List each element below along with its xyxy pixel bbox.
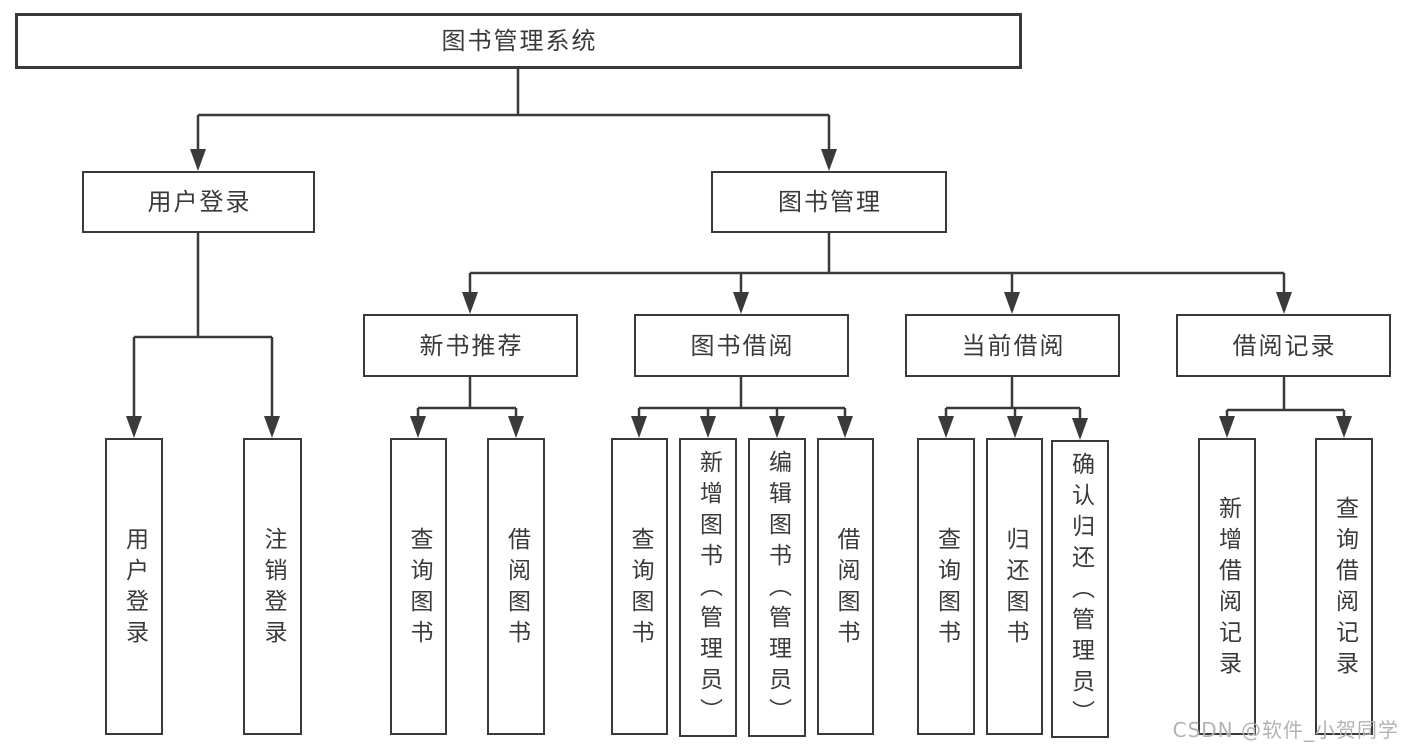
arrowhead-down-icon — [1072, 418, 1088, 440]
arrowhead-down-icon — [1004, 292, 1020, 314]
node-leaf-query-book-3: 查询图书 — [917, 438, 975, 735]
arrowhead-down-icon — [1219, 416, 1235, 438]
arrowhead-down-icon — [462, 292, 478, 314]
arrowhead-down-icon — [700, 416, 716, 438]
node-leaf-query-borrow-record: 查询借阅记录 — [1315, 438, 1373, 735]
node-leaf-query-book-1: 查询图书 — [390, 438, 447, 735]
csdn-watermark: CSDN @软件_小贺同学 — [1172, 718, 1399, 742]
node-new-book-recommendation: 新书推荐 — [363, 314, 578, 377]
arrowhead-down-icon — [733, 292, 749, 314]
arrowhead-down-icon — [769, 416, 785, 438]
arrowhead-down-icon — [1336, 416, 1352, 438]
node-leaf-confirm-return-admin: 确认归还（管理员） — [1051, 440, 1109, 738]
arrowhead-down-icon — [264, 416, 280, 438]
arrowhead-down-icon — [837, 416, 853, 438]
node-leaf-borrow-book-2: 借阅图书 — [817, 438, 874, 735]
arrowhead-down-icon — [508, 416, 524, 438]
node-current-borrowing: 当前借阅 — [905, 314, 1120, 377]
arrowhead-down-icon — [821, 149, 837, 171]
arrowhead-down-icon — [1007, 416, 1023, 438]
node-book-management: 图书管理 — [711, 171, 947, 233]
node-leaf-add-book-admin: 新增图书（管理员） — [679, 438, 737, 737]
node-leaf-logout: 注销登录 — [243, 438, 302, 735]
node-leaf-edit-book-admin: 编辑图书（管理员） — [748, 438, 806, 737]
node-user-login: 用户登录 — [82, 171, 315, 233]
node-leaf-add-borrow-record: 新增借阅记录 — [1198, 438, 1256, 735]
arrowhead-down-icon — [631, 416, 647, 438]
node-leaf-query-book-2: 查询图书 — [611, 438, 668, 735]
arrowhead-down-icon — [190, 149, 206, 171]
arrowhead-down-icon — [410, 416, 426, 438]
node-leaf-user-login: 用户登录 — [105, 438, 163, 735]
node-library-management-system: 图书管理系统 — [15, 13, 1022, 69]
arrowhead-down-icon — [938, 416, 954, 438]
node-book-borrowing: 图书借阅 — [634, 314, 849, 377]
node-leaf-return-book: 归还图书 — [986, 438, 1043, 735]
node-borrowing-records: 借阅记录 — [1176, 314, 1391, 377]
arrowhead-down-icon — [1276, 292, 1292, 314]
arrowhead-down-icon — [126, 416, 142, 438]
node-leaf-borrow-book-1: 借阅图书 — [487, 438, 545, 735]
